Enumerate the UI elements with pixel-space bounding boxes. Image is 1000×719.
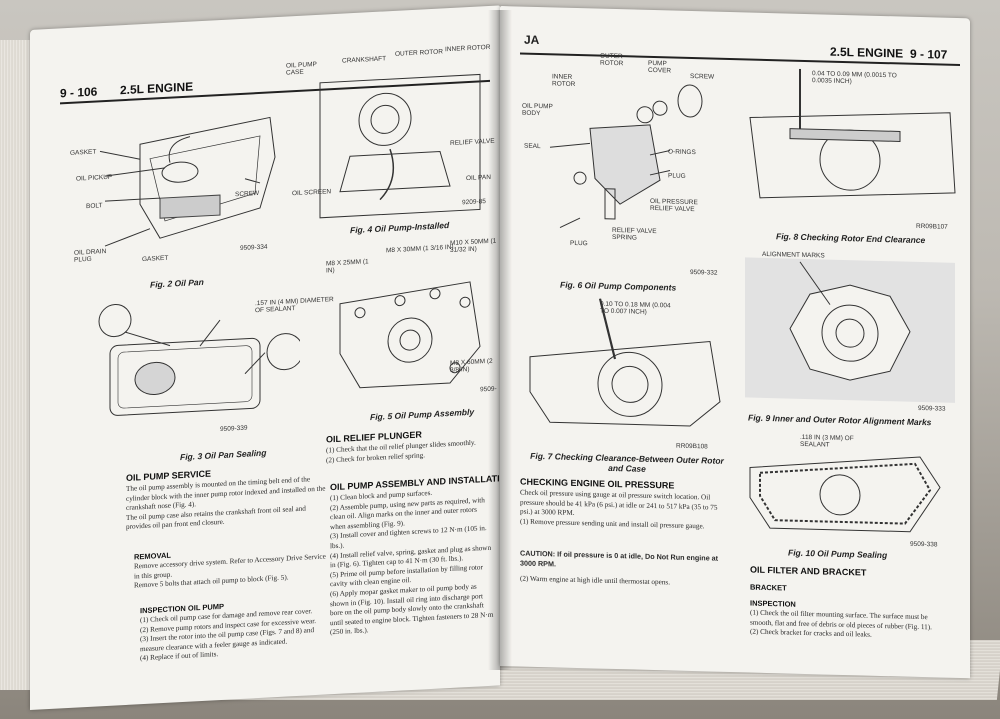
fig6-label-screw: SCREW <box>690 72 715 81</box>
fig6-label-plug-2: PLUG <box>570 239 588 248</box>
fig3-caption: Fig. 3 Oil Pan Sealing <box>180 447 267 463</box>
fig10-caption: Fig. 10 Oil Pump Sealing <box>788 547 888 561</box>
inspection-oil-pump-text: (1) Check oil pump case for damage and r… <box>140 606 332 664</box>
fig2-caption: Fig. 2 Oil Pan <box>150 276 204 290</box>
fig2-label-oil-drain-plug: OIL DRAIN PLUG <box>74 248 107 264</box>
fig4-code: 9209-85 <box>462 198 486 207</box>
inspection-heading: INSPECTION <box>750 598 796 609</box>
fig6-caption: Fig. 6 Oil Pump Components <box>560 279 677 293</box>
fig2-label-bolt: BOLT <box>86 202 103 211</box>
fig6-label-inner-rotor: INNER ROTOR <box>552 73 576 88</box>
fig4-label-inner-rotor: INNER ROTOR <box>445 43 491 54</box>
left-page: 9 - 106 2.5L ENGINE GASKET OIL PICKUP BO… <box>30 5 500 710</box>
fig7-caption: Fig. 7 Checking Clearance-Between Outer … <box>530 450 724 474</box>
assembly-para-6: (6) Apply mopar gasket maker to oil pump… <box>330 582 494 637</box>
fig3-label-sealant: .157 in (4 mm) DIAMETER OF SEALANT <box>255 296 334 315</box>
bracket-heading: BRACKET <box>750 582 787 593</box>
left-page-number: 9 - 106 <box>60 84 98 101</box>
pressure-para-after: (2) Warm engine at high idle until therm… <box>520 574 670 587</box>
fig7-code: RR09B108 <box>676 442 708 451</box>
fig9-rotor-alignment-drawing <box>745 257 955 403</box>
fig10-code: 9509-338 <box>910 540 938 549</box>
right-page-number: 9 - 107 <box>910 46 948 62</box>
fig3-oil-pan-sealing-drawing <box>98 304 300 416</box>
fig4-label-outer-rotor: OUTER ROTOR <box>395 48 443 58</box>
right-running-head: 2.5L ENGINE <box>830 44 904 61</box>
fig6-code: 9509-332 <box>690 268 718 277</box>
fig9-caption: Fig. 9 Inner and Outer Rotor Alignment M… <box>748 412 932 428</box>
oil-filter-heading: OIL FILTER AND BRACKET <box>750 564 867 578</box>
book-gutter-shadow <box>488 10 512 670</box>
fig6-label-oil-pump-body: OIL PUMP BODY <box>522 102 553 118</box>
fig5-label-m8x25: M8 x 25MM (1 IN) <box>326 258 369 275</box>
oil-filter-text: (1) Check the oil filter mounting surfac… <box>750 609 950 643</box>
fig10-label-sealant: .118 in (3 mm) OF SEALANT <box>800 433 854 449</box>
fig2-oil-pan-drawing <box>99 116 276 247</box>
fig4-label-oil-pump-case: OIL PUMP CASE <box>286 60 317 77</box>
fig6-label-relief-valve: OIL PRESSURE RELIEF VALVE <box>650 197 698 214</box>
fig4-oil-pump-installed-drawing <box>319 73 481 219</box>
right-page: JA 2.5L ENGINE 9 - 107 OUTER ROTOR PUMP … <box>500 6 970 679</box>
fig6-label-seal: SEAL <box>524 142 541 151</box>
fig8-code: RR09B107 <box>916 222 948 231</box>
fig9-code: 9509-333 <box>918 404 946 413</box>
fig6-label-relief-spring: RELIEF VALVE SPRING <box>612 226 657 242</box>
fig6-oil-pump-components-drawing <box>549 84 703 229</box>
fig2-code: 9509-334 <box>240 243 268 252</box>
fig10-oil-pump-sealing-drawing <box>749 456 941 533</box>
fig6-label-pump-cover: PUMP COVER <box>648 59 672 75</box>
checking-oil-pressure-text: Check oil pressure using gauge at oil pr… <box>520 489 728 533</box>
fig5-oil-pump-assembly-drawing <box>339 281 481 389</box>
fig2-label-gasket: GASKET <box>70 148 97 157</box>
fig2-label-gasket-2: GASKET <box>142 254 169 264</box>
fig4-caption: Fig. 4 Oil Pump-Installed <box>350 220 450 236</box>
oil-pump-service-text: The oil pump assembly is mounted on the … <box>126 474 326 532</box>
fig6-label-plug: PLUG <box>668 172 686 180</box>
fig7-label-clearance: 0.10 TO 0.18 mm (0.004 TO 0.007 INCH) <box>600 300 671 316</box>
fig8-caption: Fig. 8 Checking Rotor End Clearance <box>776 231 926 246</box>
fig7-clearance-check-drawing <box>529 298 721 427</box>
caution-text: CAUTION: If oil pressure is 0 at idle, D… <box>520 548 719 569</box>
fig6-label-o-rings: O-RINGS <box>668 148 696 157</box>
fig8-rotor-end-clearance-drawing <box>749 68 956 199</box>
fig4-label-crankshaft: CRANKSHAFT <box>342 55 387 65</box>
oil-pump-assembly-text: (1) Clean block and pump surfaces. (2) A… <box>330 486 494 639</box>
fig5-caption: Fig. 5 Oil Pump Assembly <box>370 406 475 423</box>
fig3-code: 9509-339 <box>220 424 248 434</box>
left-running-head: 2.5L ENGINE <box>120 79 194 98</box>
right-page-tab: JA <box>524 32 540 48</box>
fig2-label-screw: SCREW <box>235 189 260 199</box>
fig6-label-outer-rotor: OUTER ROTOR <box>600 52 624 68</box>
fig8-label-clearance: 0.04 TO 0.09 mm (0.0015 TO 0.0035 INCH) <box>812 70 897 86</box>
